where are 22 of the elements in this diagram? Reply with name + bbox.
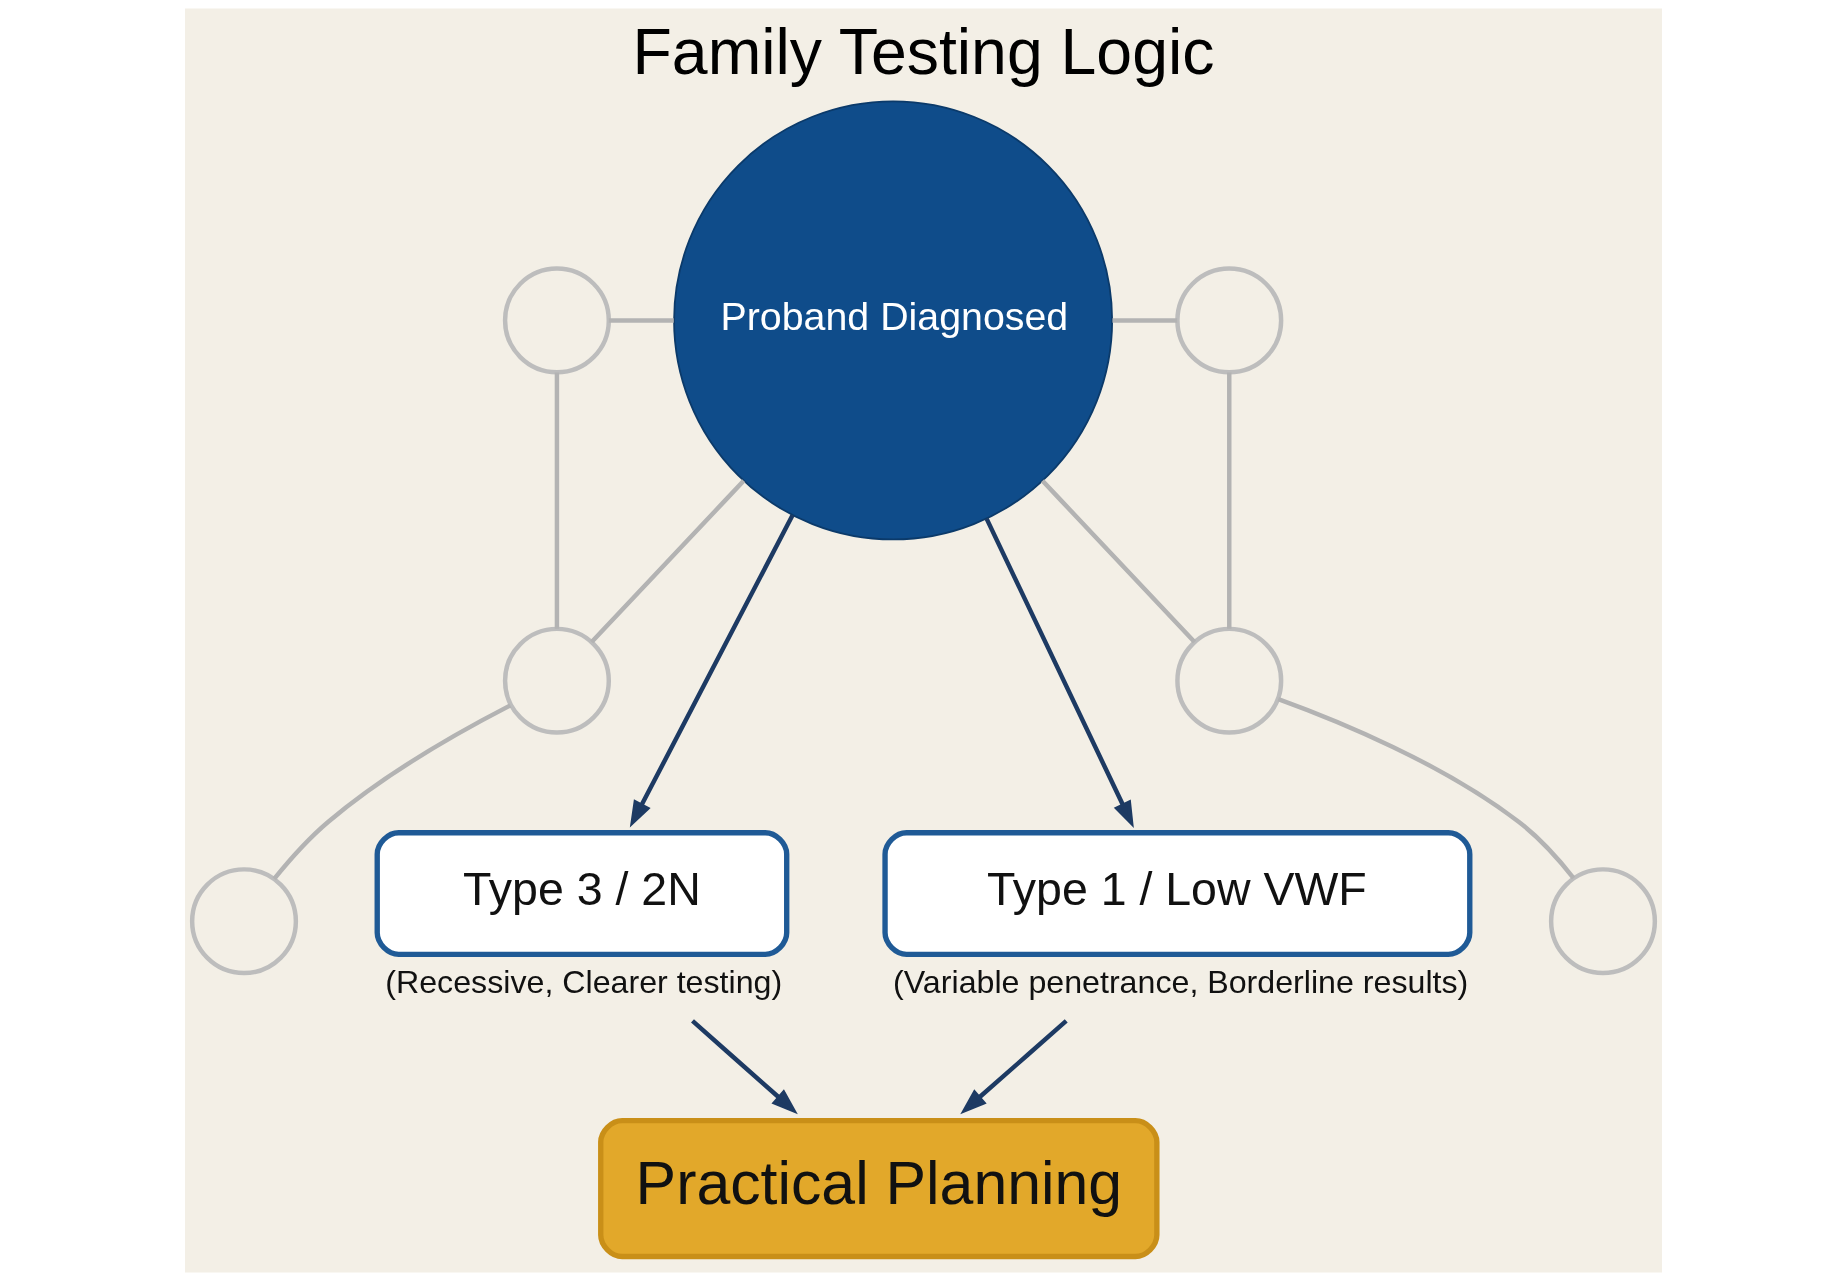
- arrow: [691, 1019, 798, 1115]
- node-circle: [502, 266, 612, 375]
- node-circle: Proband Diagnosed: [673, 100, 1114, 541]
- connector: [1277, 696, 1576, 880]
- node-label: (Variable penetrance, Borderline results): [893, 964, 1469, 1001]
- connector: [590, 479, 746, 644]
- connector: [608, 318, 674, 323]
- arrow: [629, 514, 795, 828]
- node-circle: [189, 867, 299, 976]
- node-circle: [1548, 867, 1658, 976]
- node-label: (Recessive, Clearer testing): [385, 964, 783, 1001]
- node-circle: [1175, 626, 1284, 735]
- connector: [272, 703, 512, 881]
- connector: [1040, 479, 1197, 644]
- connector: [1112, 318, 1178, 323]
- node-circle: [502, 626, 612, 735]
- connector: [1227, 372, 1232, 629]
- node-circle: [1175, 266, 1284, 375]
- arrow: [984, 517, 1134, 828]
- arrow: [960, 1019, 1068, 1115]
- connector: [554, 372, 560, 629]
- diagram-title: Family Testing Logic: [632, 16, 1215, 89]
